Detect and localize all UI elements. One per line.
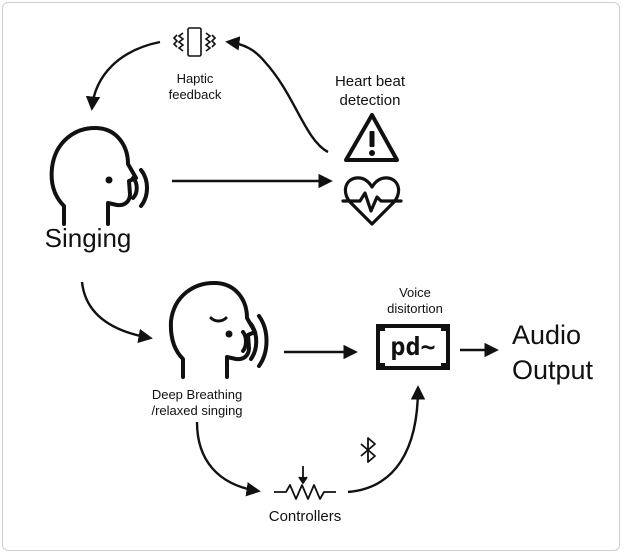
phone-vibration-icon bbox=[172, 27, 217, 57]
breathing-label-line2: /relaxed singing bbox=[151, 403, 243, 419]
relaxed-singing-head-icon bbox=[168, 280, 269, 379]
arrow-controllers-to-pd bbox=[347, 385, 426, 494]
pure-data-icon bbox=[376, 324, 450, 370]
arrow-haptic-to-singing bbox=[85, 40, 161, 111]
arrow-breathing-to-controllers bbox=[195, 421, 261, 497]
deep-breathing-label: Deep Breathing /relaxed singing bbox=[132, 387, 262, 420]
audio-output-label: Audio Output bbox=[512, 318, 612, 387]
heartbeat-label-line2: detection bbox=[339, 91, 401, 109]
heartbeat-icon bbox=[341, 176, 403, 226]
arrow-singing-to-breathing bbox=[80, 281, 153, 344]
heartbeat-label: Heart beat detection bbox=[315, 73, 425, 111]
arrow-heartbeat-to-haptic bbox=[225, 36, 329, 154]
voice-label-line2: disitortion bbox=[387, 301, 443, 317]
haptic-label-line2: feedback bbox=[168, 87, 222, 103]
potentiometer-icon bbox=[274, 466, 336, 500]
heartbeat-label-line1: Heart beat bbox=[334, 73, 406, 90]
warning-triangle-icon bbox=[344, 113, 399, 162]
diagram-frame bbox=[2, 2, 620, 551]
bluetooth-icon bbox=[360, 437, 376, 463]
haptic-label: Haptic feedback bbox=[150, 71, 240, 104]
pd-text: pd~ bbox=[390, 332, 436, 361]
controllers-label: Controllers bbox=[268, 508, 342, 525]
audio-label-line1: Audio bbox=[512, 320, 582, 350]
singing-label: Singing bbox=[44, 223, 132, 253]
voice-label-line1: Voice bbox=[399, 285, 431, 300]
haptic-label-line1: Haptic bbox=[176, 71, 214, 86]
voice-distortion-label: Voice disitortion bbox=[360, 285, 470, 318]
breathing-label-line1: Deep Breathing bbox=[151, 387, 243, 402]
audio-label-line2: Output bbox=[512, 354, 594, 385]
speaking-head-icon bbox=[49, 125, 149, 226]
